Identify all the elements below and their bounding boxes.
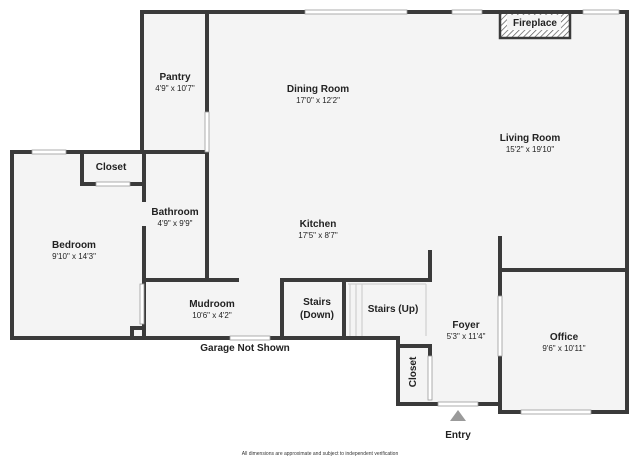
mudroom-name: Mudroom — [189, 299, 235, 310]
bedroom-dims: 9'10" x 14'3" — [52, 252, 96, 261]
fireplace-label-bg — [507, 15, 561, 30]
entry-arrow-icon — [450, 410, 466, 421]
garage-note: Garage Not Shown — [200, 343, 289, 354]
bathroom-dims: 4'9" x 9'9" — [158, 219, 193, 228]
pantry-dims: 4'9" x 10'7" — [155, 84, 195, 93]
disclaimer-text: All dimensions are approximate and subje… — [242, 451, 399, 457]
floor-areas — [12, 12, 627, 412]
foyer-name: Foyer — [452, 320, 479, 331]
interior-walls — [80, 10, 629, 358]
living-room-name: Living Room — [500, 133, 561, 144]
office-name: Office — [550, 332, 579, 343]
kitchen-dims: 17'5" x 8'7" — [298, 231, 338, 240]
bedroom-closet-name: Closet — [96, 162, 127, 173]
pantry-name: Pantry — [159, 72, 191, 83]
mudroom-dims: 10'6" x 4'2" — [192, 311, 232, 320]
stairs-down-name: Stairs — [303, 297, 331, 308]
windows — [31, 9, 620, 415]
dining-room-name: Dining Room — [287, 84, 349, 95]
office-dims: 9'6" x 10'11" — [542, 344, 585, 353]
dining-room-dims: 17'0" x 12'2" — [296, 96, 340, 105]
living-room-dims: 15'2" x 19'10" — [506, 145, 554, 154]
kitchen-name: Kitchen — [300, 219, 337, 230]
foyer-closet-name: Closet — [408, 356, 419, 387]
fireplace-name: Fireplace — [513, 18, 557, 29]
stairs-treads — [348, 283, 427, 336]
foyer-dims: 5'3" x 11'4" — [447, 332, 486, 341]
stairs-up-name: Stairs (Up) — [368, 304, 419, 315]
bedroom-name: Bedroom — [52, 240, 96, 251]
stairs-down-direction: (Down) — [300, 310, 334, 321]
entry-label: Entry — [445, 430, 471, 441]
exterior-walls — [10, 10, 629, 414]
bathroom-name: Bathroom — [151, 207, 198, 218]
